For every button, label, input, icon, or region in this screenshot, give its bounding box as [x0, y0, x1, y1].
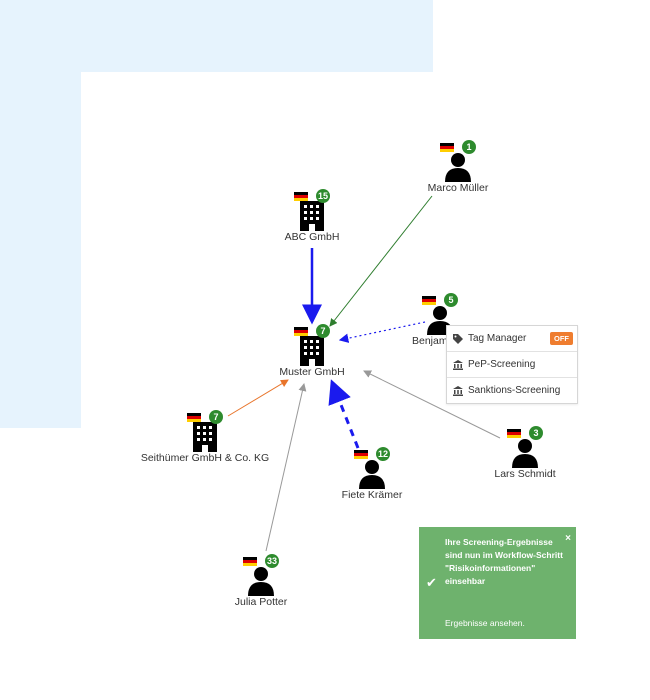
node-label: Julia Potter	[234, 596, 288, 608]
person-icon	[512, 439, 538, 468]
germany-flag-icon	[422, 296, 436, 305]
germany-flag-icon	[354, 450, 368, 459]
success-toast: × ✔ Ihre Screening-Ergebnisse sind nun i…	[419, 527, 576, 639]
count-badge: 15	[316, 189, 330, 203]
person-icon	[445, 153, 471, 182]
bank-icon	[453, 385, 463, 396]
toast-link[interactable]: Ergebnisse ansehen.	[445, 618, 525, 628]
menu-item-pep-screening[interactable]: PeP-Screening	[447, 352, 577, 378]
node-fiete[interactable]: 12 Fiete Krämer	[292, 447, 452, 501]
tag-manager-toggle[interactable]: OFF	[550, 332, 573, 345]
count-badge: 7	[316, 324, 330, 338]
menu-item-label: Sanktions-Screening	[468, 385, 561, 396]
node-label: Fiete Krämer	[341, 489, 403, 501]
germany-flag-icon	[294, 327, 308, 336]
menu-item-label: PeP-Screening	[468, 359, 536, 370]
menu-item-sanktions-screening[interactable]: Sanktions-Screening	[447, 378, 577, 403]
node-seithuemer[interactable]: 7 Seithümer GmbH & Co. KG	[125, 410, 285, 464]
checkmark-icon: ✔	[426, 575, 437, 590]
node-muster[interactable]: 7 Muster GmbH	[232, 324, 392, 378]
toast-message: Ihre Screening-Ergebnisse sind nun im Wo…	[445, 537, 563, 586]
node-marco[interactable]: 1 Marco Müller	[378, 140, 538, 194]
count-badge: 33	[265, 554, 279, 568]
germany-flag-icon	[243, 557, 257, 566]
building-icon	[193, 422, 217, 452]
person-icon	[248, 567, 274, 596]
node-label: Seithümer GmbH & Co. KG	[140, 452, 270, 464]
count-badge: 1	[462, 140, 476, 154]
bank-icon	[453, 359, 463, 370]
count-badge: 12	[376, 447, 390, 461]
edge-marco-muster[interactable]	[329, 195, 433, 327]
count-badge: 3	[529, 426, 543, 440]
count-badge: 7	[209, 410, 223, 424]
node-label: Lars Schmidt	[494, 468, 556, 480]
context-menu: Tag Manager OFF PeP-Screening Sanktions-…	[446, 325, 578, 404]
menu-item-label: Tag Manager	[468, 333, 527, 344]
germany-flag-icon	[440, 143, 454, 152]
person-icon	[359, 460, 385, 489]
count-badge: 5	[444, 293, 458, 307]
node-label: Marco Müller	[427, 182, 489, 194]
germany-flag-icon	[187, 413, 201, 422]
edge-fiete-muster[interactable]	[328, 379, 360, 449]
building-icon	[300, 201, 324, 231]
close-icon[interactable]: ×	[565, 533, 571, 544]
tag-icon	[453, 333, 463, 344]
edge-lars-muster[interactable]	[363, 370, 501, 439]
node-label: Benjam	[412, 335, 448, 347]
edge-seithuemer-muster[interactable]	[227, 379, 289, 417]
building-icon	[300, 336, 324, 366]
menu-item-tag-manager[interactable]: Tag Manager OFF	[447, 326, 577, 352]
node-lars[interactable]: 3 Lars Schmidt	[445, 426, 605, 480]
node-label: ABC GmbH	[284, 231, 340, 243]
node-julia[interactable]: 33 Julia Potter	[181, 554, 341, 608]
node-abc[interactable]: 15 ABC GmbH	[232, 189, 392, 243]
node-label: Muster GmbH	[279, 366, 345, 378]
germany-flag-icon	[294, 192, 308, 201]
germany-flag-icon	[507, 429, 521, 438]
edge-julia-muster[interactable]	[265, 383, 307, 552]
